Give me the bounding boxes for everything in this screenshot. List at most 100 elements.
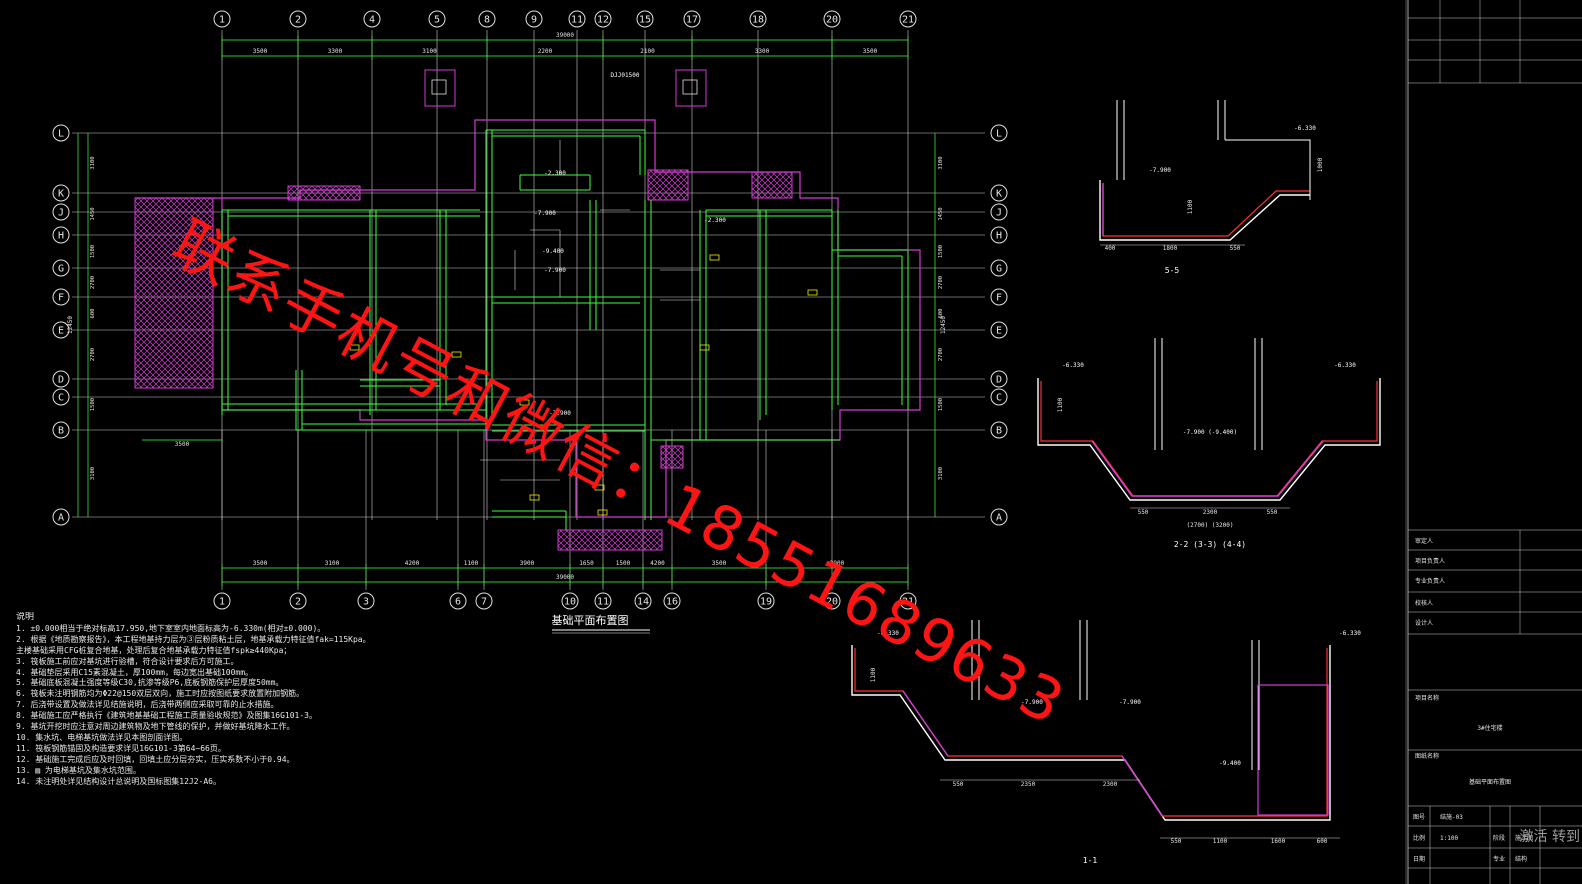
yellow-marker <box>349 344 360 351</box>
tb-row-label: 校核人 <box>1415 599 1433 607</box>
tb-major: 结构 <box>1515 855 1527 863</box>
s55-dim: 1800 <box>1163 245 1178 252</box>
s22-elev-mid: -7.900 (-9.400) <box>1183 429 1237 436</box>
axis-bubble-top <box>363 10 381 28</box>
dim-bottom: 3900 <box>520 560 535 567</box>
axis-bubble-top <box>823 10 841 28</box>
section-55-outline <box>1099 180 1310 241</box>
section-22-rebar <box>1040 381 1378 497</box>
axis-label-left: F <box>58 293 64 304</box>
axis-label-left: L <box>58 129 64 140</box>
section-11-rebar <box>854 648 1328 817</box>
axis-label-bottom: 14 <box>637 597 649 608</box>
axis-label-bottom: 1 <box>219 597 225 608</box>
yellow-marker <box>709 254 720 261</box>
title-block: 审定人项目负责人专业负责人校核人设计人项目名称3#住宅楼图纸名称基础平面布置图图… <box>1405 0 1582 884</box>
axis-bubble-top <box>594 10 612 28</box>
axis-label-right: D <box>996 375 1002 386</box>
axis-label-left: C <box>58 393 64 404</box>
axis-bubble-top <box>478 10 496 28</box>
pit-top-left <box>424 69 456 107</box>
tb-project-name: 3#住宅楼 <box>1477 724 1502 732</box>
axis-label-top: 5 <box>434 15 440 26</box>
raft-outline <box>135 119 921 518</box>
yellow-marker <box>594 484 605 491</box>
tb-phase: 施工图 <box>1515 834 1533 842</box>
axis-bubble-right <box>990 321 1008 339</box>
note-line: 9. 基坑开挖时应注意对周边建筑物及地下管线的保护，并做好基坑降水工作。 <box>16 722 295 732</box>
note-line: 主楼基础采用CFG桩复合地基，处理后复合地基承载力特征值fspk≥440Kpa； <box>16 645 292 655</box>
note-line: 11. 筏板钢筋锚固及构造要求详见16G101-3第64~66页。 <box>16 743 226 753</box>
axis-bubble-bottom <box>663 592 681 610</box>
axis-label-top: 1 <box>219 15 225 26</box>
s55-dim-v2: 1000 <box>1317 157 1324 172</box>
s55-dim: 400 <box>1105 245 1116 252</box>
tb-row-label: 项目负责人 <box>1415 557 1445 565</box>
s11-dim: 2300 <box>1103 781 1118 788</box>
section-22-outline <box>1037 378 1381 501</box>
s11-elev: -7.900 <box>1119 699 1141 706</box>
axis-bubble-left <box>52 388 70 406</box>
dim-top: 2100 <box>640 48 655 55</box>
axis-bubble-left <box>52 288 70 306</box>
s11-dim: 1600 <box>1271 838 1286 845</box>
s11-dim: 1100 <box>1213 838 1228 845</box>
axis-label-left: J <box>58 208 64 219</box>
note-line: 5. 基础底板混凝土强度等级C30,抗渗等级P6,底板钢筋保护层厚度50mm。 <box>16 678 284 688</box>
axis-bubble-right <box>990 259 1008 277</box>
dim-left: 2700 <box>90 276 96 289</box>
s11-dim-v: 1100 <box>870 667 877 682</box>
axis-label-right: A <box>996 513 1002 524</box>
axis-bubble-left <box>52 370 70 388</box>
yellow-marker <box>699 344 710 351</box>
hatched-pad-bottom <box>557 529 663 551</box>
dim-top: 2200 <box>538 48 553 55</box>
s11-elev: -6.330 <box>1339 630 1361 637</box>
dim-bottom: 3900 <box>830 560 845 567</box>
axis-label-top: 17 <box>686 15 698 26</box>
s11-elev: -9.400 <box>1219 760 1241 767</box>
pit-top-right <box>675 69 707 107</box>
dim-right-total: 12450 <box>940 316 947 334</box>
section-55-rebar <box>1102 183 1310 237</box>
note-line: 6. 筏板未注明钢筋均为Φ22@150双层双向，施工时应按图纸要求放置附加钢筋。 <box>16 689 305 699</box>
axis-bubble-right <box>990 226 1008 244</box>
axis-label-bottom: 21 <box>902 597 914 608</box>
dim-top: 3300 <box>755 48 770 55</box>
tb-scale-label: 比例 <box>1413 834 1425 842</box>
dim-left: 1500 <box>90 245 96 258</box>
axis-bubble-top <box>899 10 917 28</box>
corner-text: 激活 转到 <box>1519 829 1580 845</box>
axis-bubble-bottom <box>634 592 652 610</box>
axis-bubble-right <box>990 370 1008 388</box>
s22-elev-right: -6.330 <box>1334 362 1356 369</box>
tb-row-label: 审定人 <box>1415 537 1433 545</box>
s55-elev-top: -6.330 <box>1294 125 1316 132</box>
axis-label-bottom: 10 <box>564 597 576 608</box>
tb-no-label: 图号 <box>1413 814 1425 821</box>
tb-project-label: 项目名称 <box>1415 694 1439 702</box>
tb-row-label: 设计人 <box>1415 619 1433 627</box>
tb-date-label: 日期 <box>1413 855 1425 863</box>
yellow-marker <box>519 399 530 406</box>
dim-3500-label: 3500 <box>175 441 190 448</box>
tb-major-label: 专业 <box>1493 855 1505 863</box>
hatched-pad <box>287 185 361 201</box>
axis-label-left: A <box>58 513 64 524</box>
axis-bubble-bottom <box>213 592 231 610</box>
axis-bubble-right <box>990 124 1008 142</box>
note-line: 2. 根据《地质勘察报告》，本工程地基持力层为③层粉质粘土层，地基承载力特征值f… <box>16 634 371 644</box>
axis-bubble-bottom <box>561 592 579 610</box>
plan-elev-label: -7.900 <box>549 410 571 417</box>
section-11-outline <box>851 645 1331 821</box>
tb-row-label: 专业负责人 <box>1415 577 1445 585</box>
axis-label-left: K <box>58 189 64 200</box>
s11-elev: -7.900 <box>1021 699 1043 706</box>
axis-bubble-bottom <box>357 592 375 610</box>
axis-bubble-top <box>636 10 654 28</box>
section-55-top <box>1225 139 1311 200</box>
dim-right: 1500 <box>938 245 944 258</box>
dim-left: 1450 <box>90 207 96 220</box>
